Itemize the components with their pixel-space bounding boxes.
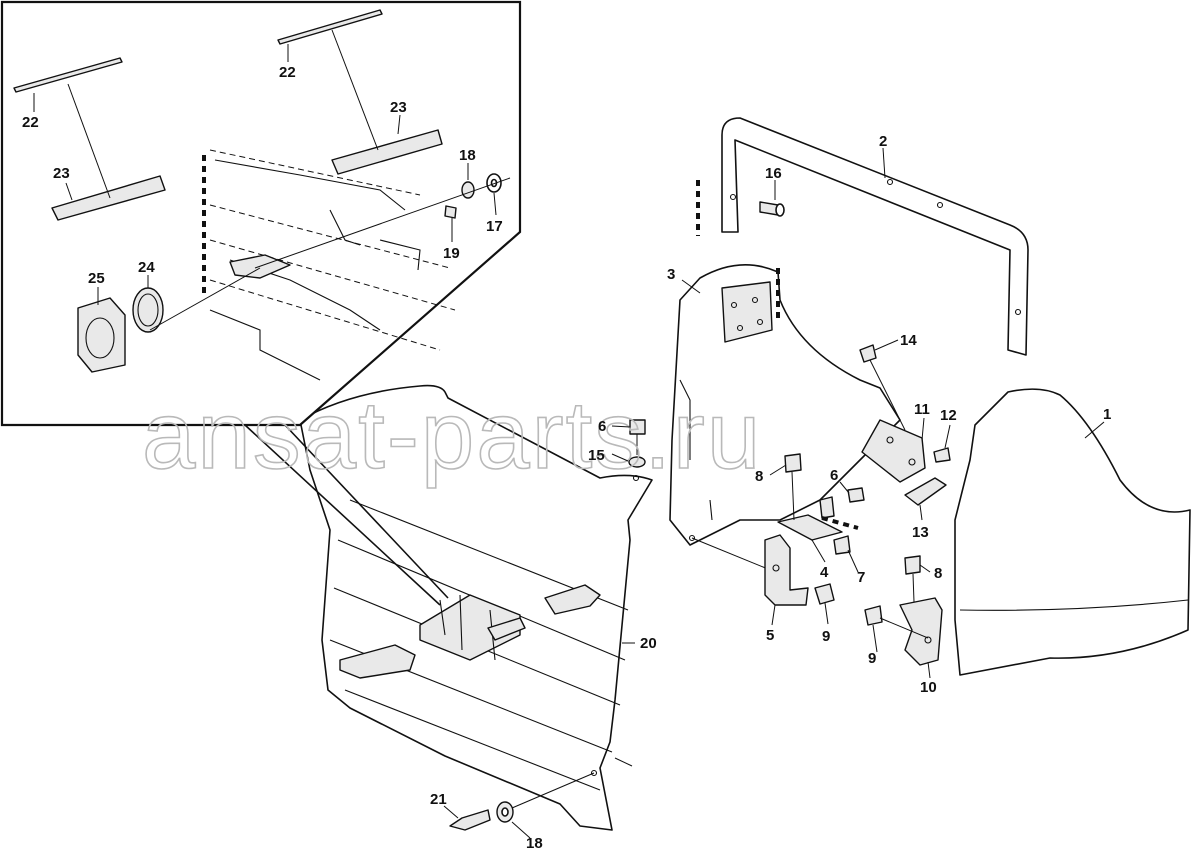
callout-22-left: 22	[22, 114, 39, 131]
callout-3: 3	[667, 266, 675, 283]
callout-9-right: 9	[868, 650, 876, 667]
mudguard-part-1	[954, 388, 1191, 676]
callout-2: 2	[879, 133, 887, 150]
callout-11: 11	[914, 401, 930, 418]
bolt-group-21-18	[449, 772, 595, 831]
callout-7: 7	[857, 569, 865, 586]
callout-20: 20	[640, 635, 657, 652]
callout-10: 10	[920, 679, 937, 696]
callout-17: 17	[486, 218, 503, 235]
callout-16: 16	[765, 165, 782, 182]
mudguard-holder-part-3	[669, 264, 951, 666]
callout-14: 14	[900, 332, 917, 349]
callout-9-mid: 9	[822, 628, 830, 645]
callout-labels: 22 22 23 23 18 17 19 24 25 2 16 3 14 1 1…	[22, 64, 1111, 852]
callout-5: 5	[766, 627, 774, 644]
callout-23-left: 23	[53, 165, 70, 182]
side-panel-part-20	[299, 384, 653, 831]
callout-18-bottom: 18	[526, 835, 543, 852]
bolt-group-6-15	[628, 419, 646, 468]
callout-4: 4	[820, 564, 829, 581]
callout-15: 15	[588, 447, 605, 464]
callout-18-inset: 18	[459, 147, 476, 164]
callout-leaders	[33, 44, 1105, 839]
callout-13: 13	[912, 524, 929, 541]
detail-inset	[0, 0, 522, 606]
callout-22-right: 22	[279, 64, 296, 81]
callout-23-right: 23	[390, 99, 407, 116]
callout-19: 19	[443, 245, 460, 262]
watermark-text: ansat-parts.ru	[142, 382, 762, 489]
callout-1: 1	[1103, 406, 1111, 423]
callout-8-right: 8	[934, 565, 942, 582]
callout-24: 24	[138, 259, 155, 276]
callout-12: 12	[940, 407, 957, 424]
callout-8-mid: 8	[755, 468, 763, 485]
callout-21: 21	[430, 791, 447, 808]
callout-25: 25	[88, 270, 105, 287]
callout-6-right: 6	[830, 467, 838, 484]
bracket-part-2	[696, 117, 1029, 356]
callout-6-centre: 6	[598, 418, 606, 435]
